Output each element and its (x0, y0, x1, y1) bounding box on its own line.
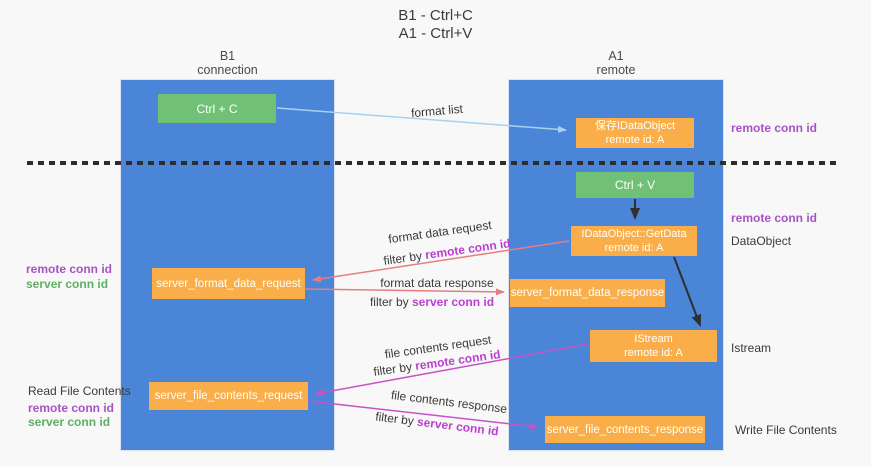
node-save-idataobject: 保存IDataObject remote id: A (576, 118, 694, 148)
node-ctrl-v-label: Ctrl + V (614, 178, 656, 192)
filter-by-text: filter by (372, 359, 417, 379)
edge-label-filter-server-1: filter by server conn id (370, 295, 494, 309)
node-server-file-contents-request: server_file_contents_request (149, 382, 308, 410)
node-save-idataobject-remote-id: remote id: A (605, 134, 665, 146)
server-conn-id-text: server conn id (416, 414, 500, 439)
label-remote-conn-id-left-bottom: remote conn id (28, 401, 115, 415)
label-conn-ids-left-bottom: remote conn id server conn id (28, 401, 114, 429)
label-istream: Istream (731, 341, 772, 355)
remote-conn-id-text: remote conn id (424, 236, 512, 262)
node-idataobject-getdata: IDataObject::GetData remote id: A (571, 226, 697, 256)
edge-label-format-list: format list (410, 101, 464, 121)
label-dataobject: DataObject (731, 234, 792, 248)
diagram-title: B1 - Ctrl+C A1 - Ctrl+V (0, 7, 871, 43)
column-header-b1: B1 connection (120, 49, 335, 77)
title-line-1: B1 - Ctrl+C (398, 7, 473, 24)
node-server-format-data-response: server_format_data_response (510, 279, 665, 307)
filter-by-text: filter by (374, 409, 418, 429)
node-server-format-data-response-label: server_format_data_response (510, 287, 665, 299)
label-server-conn-id-left-top: server conn id (26, 277, 109, 291)
label-write-file-contents: Write File Contents (735, 423, 837, 437)
node-istream: IStream remote id: A (590, 330, 717, 362)
column-header-a1-name: A1 (608, 49, 624, 63)
column-header-a1: A1 remote (508, 49, 724, 77)
node-save-idataobject-title: 保存IDataObject (594, 120, 676, 132)
filter-by-text: filter by (369, 295, 412, 309)
label-remote-conn-id-right-top: remote conn id (731, 121, 818, 135)
label-conn-ids-left-top: remote conn id server conn id (26, 262, 112, 292)
label-remote-conn-id-left-top: remote conn id (26, 262, 113, 276)
edge-label-format-data-response: format data response (380, 276, 494, 290)
node-ctrl-c: Ctrl + C (158, 94, 276, 123)
dashed-separator-line (27, 161, 836, 165)
node-idataobject-getdata-title: IDataObject::GetData (581, 228, 687, 240)
node-server-file-contents-response-label: server_file_contents_response (546, 423, 704, 436)
label-server-conn-id-left-bottom: server conn id (28, 415, 111, 429)
node-istream-title: IStream (634, 333, 673, 345)
node-ctrl-v: Ctrl + V (576, 172, 694, 198)
node-ctrl-c-label: Ctrl + C (196, 101, 238, 116)
node-server-format-data-request: server_format_data_request (152, 268, 305, 299)
label-read-file-contents: Read File Contents (28, 384, 131, 398)
column-header-b1-role: connection (197, 63, 258, 77)
column-header-b1-name: B1 (219, 49, 236, 63)
edge-label-filter-server-2: filter by server conn id (375, 409, 500, 438)
filter-by-text: filter by (382, 248, 427, 268)
node-idataobject-getdata-remote-id: remote id: A (604, 242, 664, 254)
title-line-2: A1 - Ctrl+V (398, 25, 473, 42)
node-server-format-data-request-label: server_format_data_request (156, 277, 301, 290)
server-conn-id-text: server conn id (411, 295, 495, 309)
label-remote-conn-id-right-mid: remote conn id (731, 211, 818, 225)
column-header-a1-role: remote (596, 63, 636, 77)
edge-label-file-contents-response: file contents response (390, 387, 508, 417)
node-istream-remote-id: remote id: A (624, 347, 683, 359)
node-server-file-contents-request-label: server_file_contents_request (154, 390, 303, 402)
node-server-file-contents-response: server_file_contents_response (545, 416, 705, 443)
